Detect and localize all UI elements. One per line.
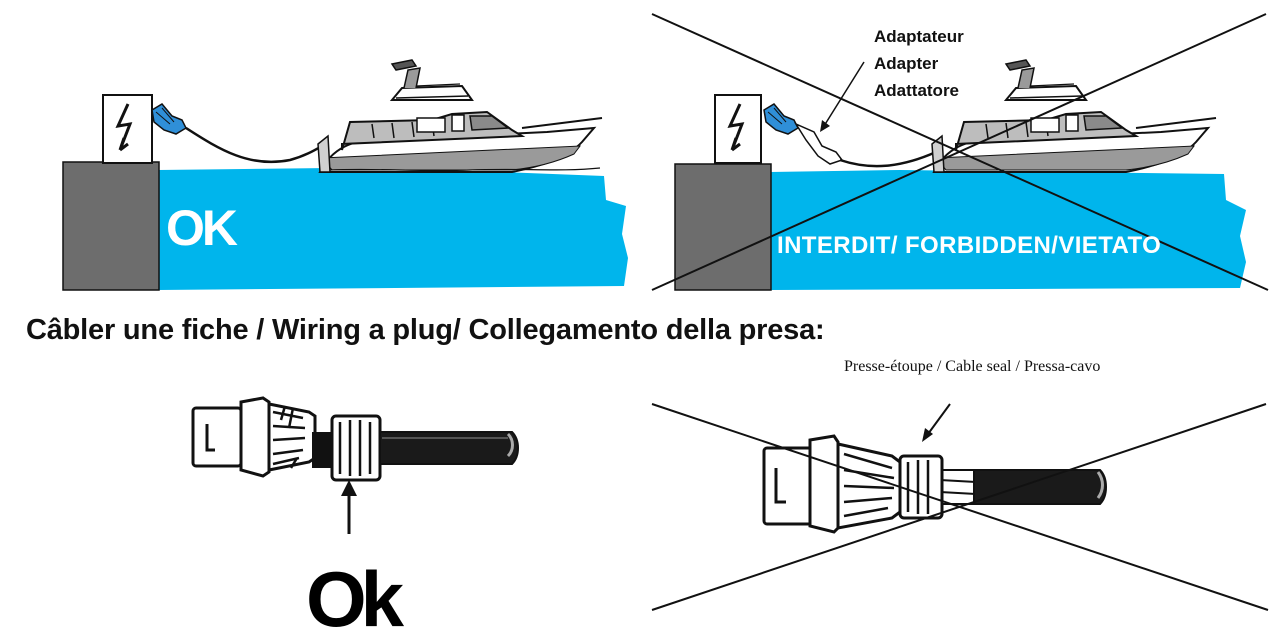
dock-block: [62, 161, 160, 291]
shore-cable: [839, 150, 937, 168]
arrow-icon: [341, 480, 357, 534]
forbidden-status-label: INTERDIT/ FORBIDDEN/VIETATO: [777, 234, 1162, 258]
bottom-left-panel: [191, 396, 519, 534]
boat-icon: [931, 59, 1217, 173]
water-area: [770, 170, 1246, 290]
adapter-label-fr: Adaptateur: [874, 27, 964, 46]
adapter-label-en: Adapter: [874, 54, 939, 73]
dock-block: [674, 163, 772, 291]
plug-icon: [763, 103, 799, 135]
cable-seal-label: Presse-étoupe / Cable seal / Pressa-cavo: [844, 358, 1101, 375]
cable: [973, 469, 1107, 505]
section-heading: Câbler une fiche / Wiring a plug/ Colleg…: [26, 314, 825, 346]
bottom-right-panel: [651, 403, 1269, 611]
plug-icon: [151, 103, 187, 135]
plug-icon: [762, 434, 902, 534]
lightning-bolt-icon: [115, 103, 133, 152]
power-pillar: [714, 94, 762, 164]
cross-icon: [651, 13, 1269, 291]
water-area: [158, 168, 628, 290]
arrow-icon: [922, 403, 951, 442]
lightning-bolt-icon: [727, 103, 745, 152]
cross-icon: [651, 403, 1269, 611]
exposed-wires: [939, 469, 977, 505]
ok-status-label: OK: [166, 200, 238, 256]
boat-icon: [317, 59, 603, 173]
cable-seal-icon: [330, 414, 382, 482]
plug-icon: [191, 396, 317, 478]
shore-cable: [185, 126, 323, 164]
adapter-label-it: Adattatore: [874, 81, 960, 100]
cable-seal-icon: [898, 454, 944, 520]
top-left-panel: [62, 59, 628, 291]
top-right-panel: [651, 13, 1269, 291]
cable: [379, 431, 519, 465]
arrow-icon: [823, 61, 865, 127]
ok-wiring-label: Ok: [306, 555, 404, 643]
adapter-connector: [794, 122, 844, 165]
